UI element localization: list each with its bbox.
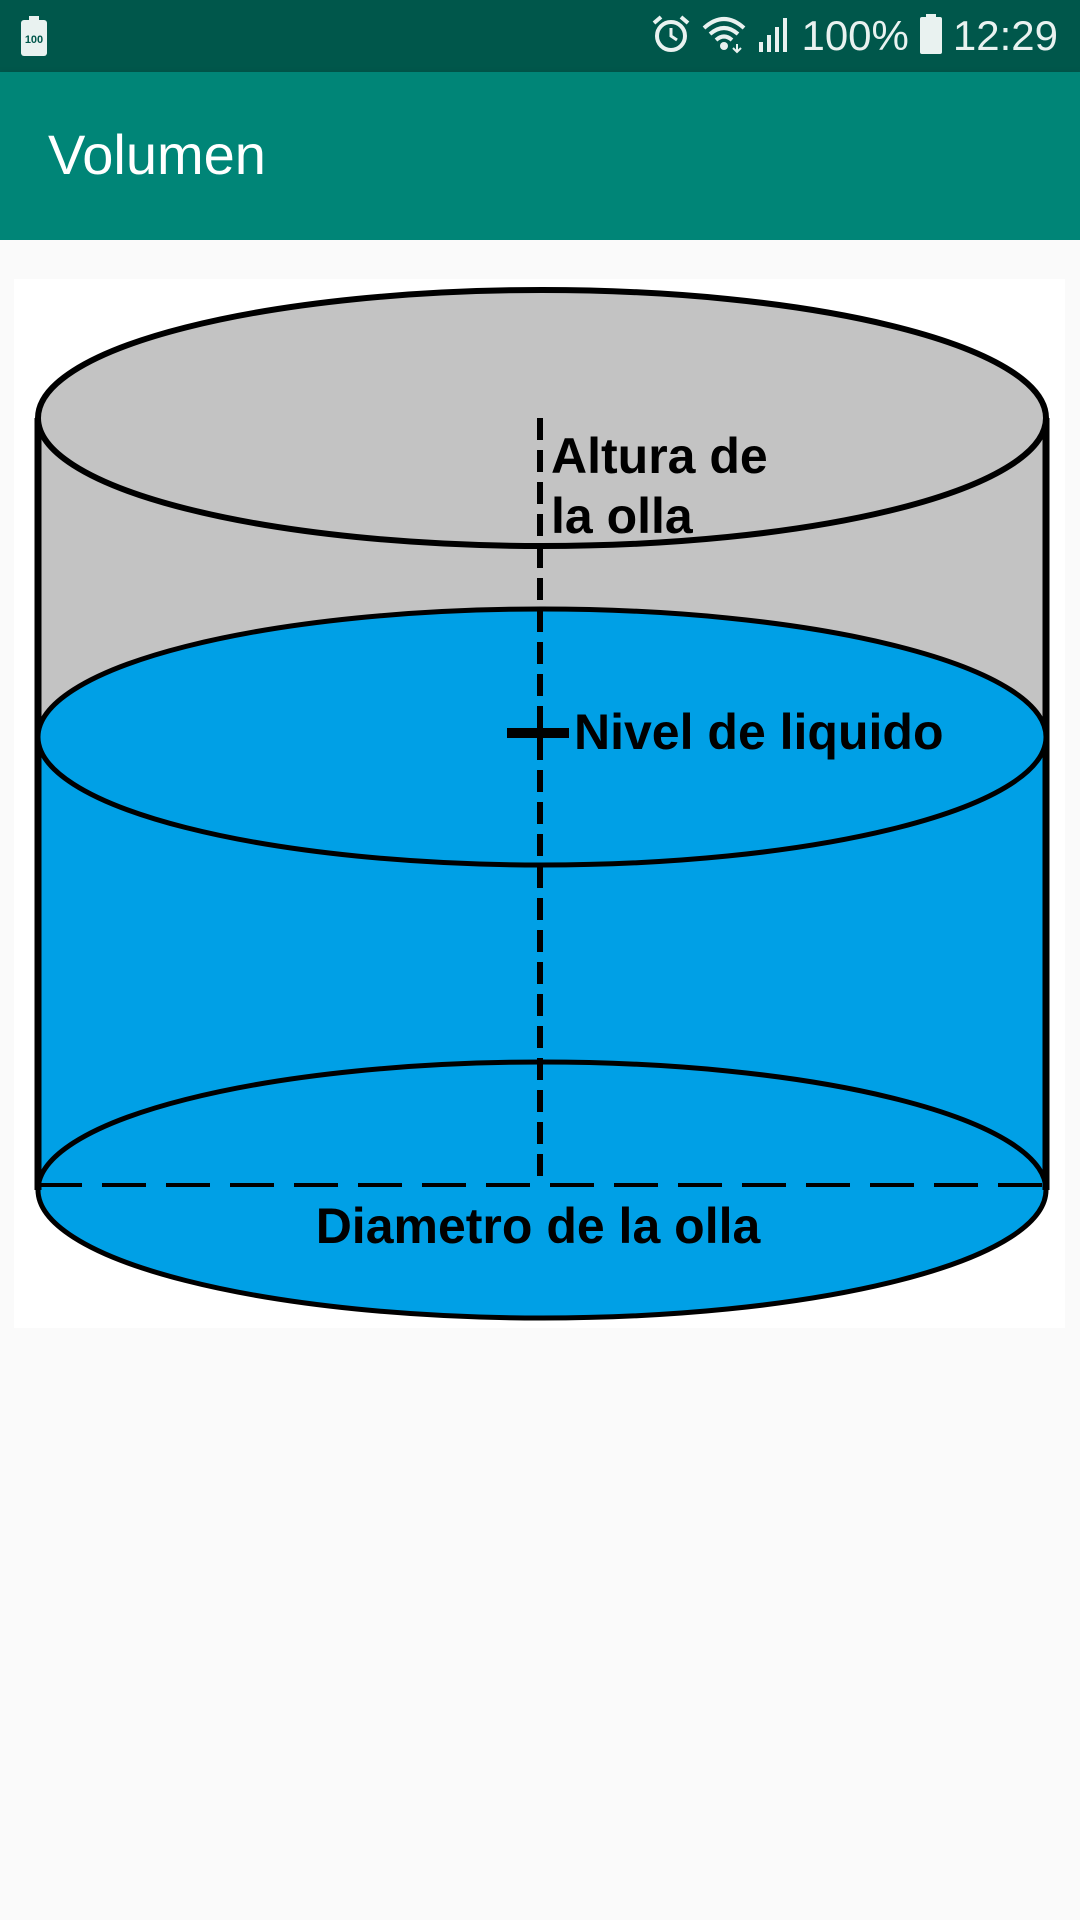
battery-icon xyxy=(919,13,943,59)
alarm-icon xyxy=(651,14,691,59)
label-height-line2: la olla xyxy=(551,488,694,544)
battery-saver-icon: 100 xyxy=(20,16,48,56)
status-bar: 100 xyxy=(0,0,1080,72)
label-height-line1: Altura de xyxy=(551,428,768,484)
clock: 12:29 xyxy=(952,12,1058,59)
page-title: Volumen xyxy=(48,123,266,186)
battery-saver-badge: 100 xyxy=(25,34,43,46)
label-diameter: Diametro de la olla xyxy=(316,1198,762,1254)
app-bar: Volumen xyxy=(0,72,1080,240)
wifi-icon xyxy=(701,14,747,59)
signal-icon xyxy=(757,14,791,59)
pot-diagram-svg: Altura de la olla Nivel de liquido Diame… xyxy=(34,287,1050,1321)
battery-percent: 100% xyxy=(801,12,909,59)
pot-volume-diagram: Altura de la olla Nivel de liquido Diame… xyxy=(14,279,1065,1328)
label-liquid-level: Nivel de liquido xyxy=(574,704,943,760)
